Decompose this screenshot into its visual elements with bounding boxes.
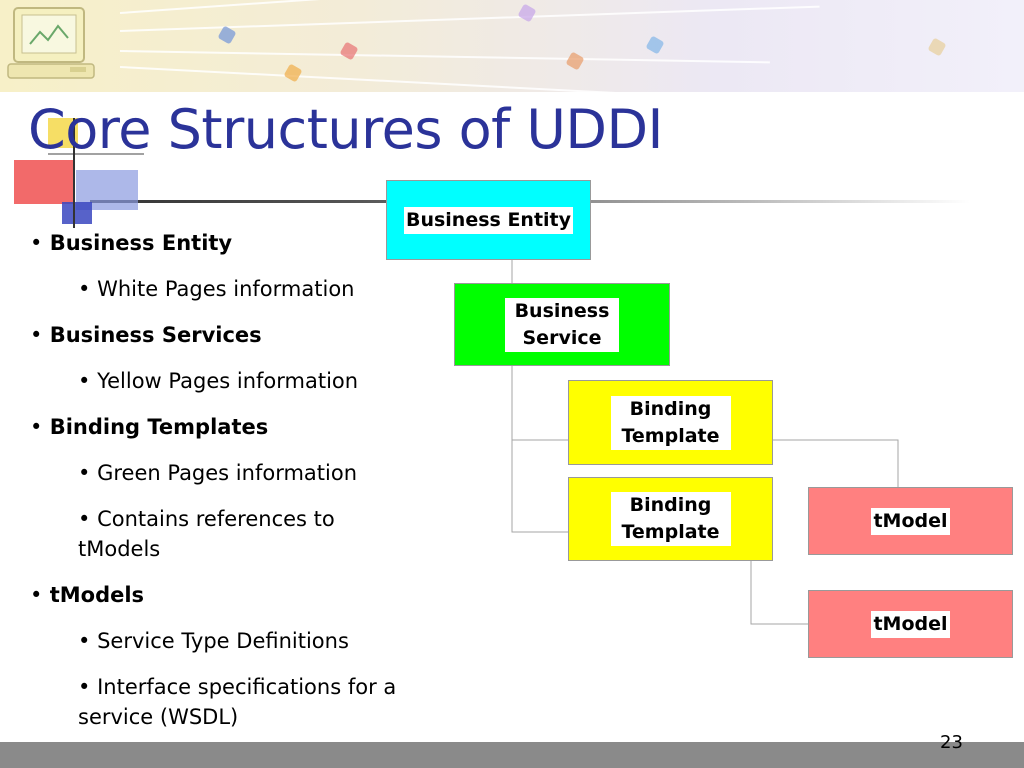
bullet-glyph: •	[78, 277, 91, 301]
sub-bullet-item: • Service Type Definitions	[78, 626, 420, 656]
slide-title: Core Structures of UDDI	[28, 98, 663, 161]
connector-service-binding-2	[511, 440, 568, 533]
bullet-glyph: •	[78, 675, 91, 699]
bullet-item: • tModels	[30, 580, 420, 610]
bullet-list: • Business Entity• White Pages informati…	[30, 228, 420, 748]
bullet-text: Green Pages information	[97, 461, 358, 485]
business-service-label: Business Service	[505, 297, 619, 352]
bullet-glyph: •	[78, 629, 91, 653]
binding-template-label-1: Binding Template	[610, 395, 731, 450]
bullet-text: Yellow Pages information	[97, 369, 359, 393]
business-service-box: Business Service	[454, 283, 670, 366]
page-number: 23	[940, 732, 963, 753]
connector-service-binding-1	[511, 366, 568, 441]
tmodel-label-2: tModel	[871, 610, 950, 638]
bullet-text: Business Entity	[49, 231, 233, 255]
tmodel-box-2: tModel	[808, 590, 1013, 658]
bullet-glyph: •	[30, 583, 43, 607]
computer-icon	[7, 7, 95, 79]
binding-template-box-2: Binding Template	[568, 477, 773, 561]
bullet-text: White Pages information	[97, 277, 355, 301]
bullet-glyph: •	[30, 415, 43, 439]
binding-template-label-2: Binding Template	[610, 492, 731, 546]
sub-bullet-item: • White Pages information	[78, 274, 420, 304]
sub-bullet-item: • Contains references to tModels	[78, 504, 420, 564]
sub-bullet-item: • Green Pages information	[78, 458, 420, 488]
bullet-text: Interface specifications for a service (…	[78, 675, 397, 729]
bullet-item: • Binding Templates	[30, 412, 420, 442]
binding-template-box-1: Binding Template	[568, 380, 773, 465]
connector-binding-2-tmodel-2	[750, 561, 808, 625]
sub-bullet-item: • Interface specifications for a service…	[78, 672, 420, 732]
footer-bar	[0, 742, 1024, 768]
bullet-text: Contains references to tModels	[78, 507, 335, 561]
title-decoration-squares	[14, 118, 144, 228]
bullet-text: Business Services	[49, 323, 262, 347]
connector-binding-1-tmodel-1	[773, 439, 899, 487]
sub-bullet-item: • Yellow Pages information	[78, 366, 420, 396]
business-entity-box: Business Entity	[386, 180, 591, 260]
bullet-glyph: •	[78, 507, 91, 531]
bullet-glyph: •	[30, 231, 43, 255]
bullet-glyph: •	[78, 461, 91, 485]
bullet-glyph: •	[30, 323, 43, 347]
bullet-item: • Business Entity	[30, 228, 420, 258]
tmodel-label-1: tModel	[871, 507, 950, 535]
bullet-text: tModels	[49, 583, 145, 607]
bullet-text: Binding Templates	[49, 415, 269, 439]
business-entity-label: Business Entity	[403, 206, 574, 234]
bullet-item: • Business Services	[30, 320, 420, 350]
bullet-text: Service Type Definitions	[97, 629, 349, 653]
bullet-glyph: •	[78, 369, 91, 393]
tmodel-box-1: tModel	[808, 487, 1013, 555]
header-banner	[0, 0, 1024, 92]
